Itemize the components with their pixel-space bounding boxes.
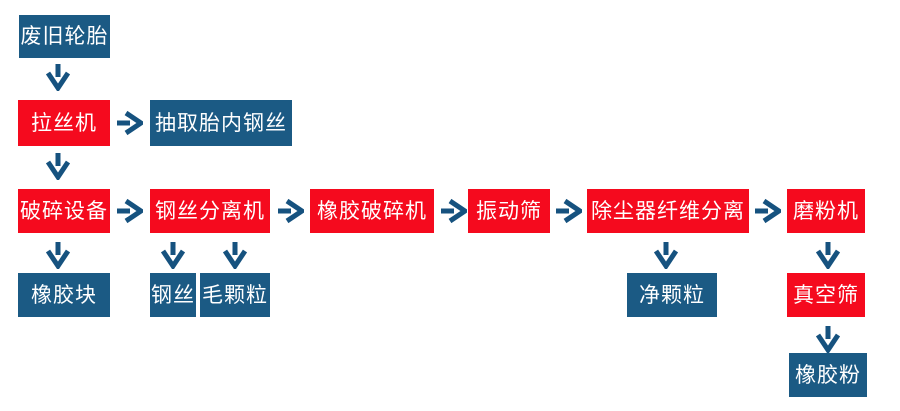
arrow-down-icon: [45, 242, 71, 269]
node-rubber-powder: 橡胶粉: [789, 353, 867, 397]
node-waste-tires: 废旧轮胎: [19, 15, 110, 58]
node-steel-wire: 钢丝: [150, 273, 196, 317]
arrow-down-icon: [45, 64, 71, 91]
node-grinding-mill: 磨粉机: [787, 189, 865, 233]
node-vibrating-screen: 振动筛: [468, 189, 550, 233]
node-steel-wire-separator: 钢丝分离机: [150, 189, 270, 233]
node-dust-fiber-separator: 除尘器纤维分离: [587, 189, 749, 233]
arrow-down-icon: [45, 153, 71, 180]
node-crushing-equipment: 破碎设备: [18, 189, 110, 233]
node-rubber-blocks: 橡胶块: [18, 273, 110, 317]
arrow-down-icon: [160, 242, 186, 269]
arrow-right-icon: [278, 198, 304, 224]
arrow-down-icon: [815, 242, 841, 269]
node-rubber-crusher: 橡胶破碎机: [310, 189, 434, 233]
arrow-right-icon: [755, 198, 781, 224]
node-extract-tire-steel-wire: 抽取胎内钢丝: [150, 100, 292, 146]
arrow-down-icon: [222, 242, 248, 269]
node-rough-granules: 毛颗粒: [200, 273, 270, 317]
arrow-right-icon: [117, 110, 143, 136]
arrow-right-icon: [556, 198, 582, 224]
arrow-right-icon: [441, 198, 467, 224]
arrow-down-icon: [653, 242, 679, 269]
arrow-down-icon: [815, 326, 841, 353]
node-wire-drawing-machine: 拉丝机: [18, 100, 110, 146]
node-clean-granules: 净颗粒: [627, 273, 717, 317]
arrow-right-icon: [117, 198, 143, 224]
node-vacuum-screen: 真空筛: [787, 273, 865, 317]
